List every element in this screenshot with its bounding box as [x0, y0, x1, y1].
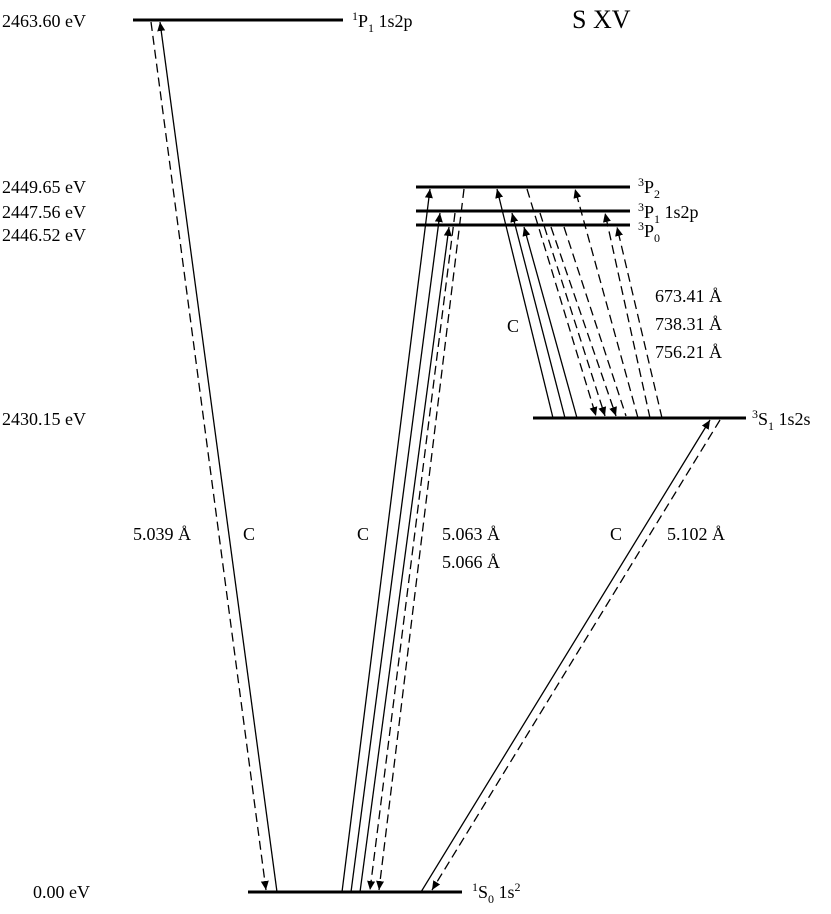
term-label-ground: 1S0 1s2 — [472, 880, 521, 906]
triplet-excitation-arrow-3 — [522, 226, 578, 419]
w-excitation-arrow — [157, 21, 278, 893]
z-excitation-arrow — [420, 419, 711, 893]
triplet-wavelength-label-2: 738.31 Å — [655, 314, 722, 334]
x-decay-arrow — [376, 188, 465, 891]
y-decay-arrow — [367, 212, 456, 891]
term-label-3p0: 3P0 — [638, 219, 660, 245]
energy-label-3p1: 2447.56 eV — [2, 202, 86, 222]
triplet-excitation-dashed-2 — [603, 212, 651, 419]
z-collisional-label: C — [610, 524, 622, 544]
x-excitation-arrow — [341, 188, 433, 893]
triplet-decay-arrow-4 — [563, 226, 627, 417]
w-wavelength-label: 5.039 Å — [133, 524, 191, 544]
y-excitation-arrow — [350, 212, 443, 893]
triplet-decay-arrow-1 — [526, 188, 598, 417]
term-label-3p2: 3P2 — [638, 175, 660, 201]
xy-wavelength-label-2: 5.066 Å — [442, 552, 500, 572]
w-decay-arrow — [150, 21, 269, 891]
triplet-wavelength-label-1: 673.41 Å — [655, 286, 722, 306]
energy-label-1p1: 2463.60 eV — [2, 11, 86, 31]
diagram-title: S XV — [572, 5, 631, 34]
energy-label-3s1: 2430.15 eV — [2, 409, 86, 429]
w-collisional-label: C — [243, 524, 255, 544]
triplet-collisional-label: C — [507, 316, 519, 336]
term-label-1p1: 1P1 1s2p — [352, 9, 413, 35]
xy-wavelength-label-1: 5.063 Å — [442, 524, 500, 544]
z-wavelength-label: 5.102 Å — [667, 524, 725, 544]
triplet-wavelength-label-3: 756.21 Å — [655, 342, 722, 362]
triplet-excitation-arrow-1 — [495, 188, 554, 419]
term-label-3s1: 3S1 1s2s — [752, 407, 811, 433]
triplet-excitation-arrow-2 — [510, 212, 566, 419]
energy-label-ground: 0.00 eV — [33, 882, 90, 902]
triplet-excitation-dashed-3 — [615, 226, 663, 419]
triplet-decay-arrow-3 — [550, 226, 617, 417]
energy-label-3p2: 2449.65 eV — [2, 177, 86, 197]
energy-label-3p0: 2446.52 eV — [2, 225, 86, 245]
p0-excitation-arrow — [359, 226, 452, 893]
triplet-decay-arrow-2 — [539, 212, 607, 417]
term-label-3p1: 3P1 1s2p — [638, 200, 699, 226]
xy-collisional-label: C — [357, 524, 369, 544]
triplet-excitation-dashed-1 — [573, 188, 639, 419]
z-decay-arrow — [431, 419, 721, 891]
